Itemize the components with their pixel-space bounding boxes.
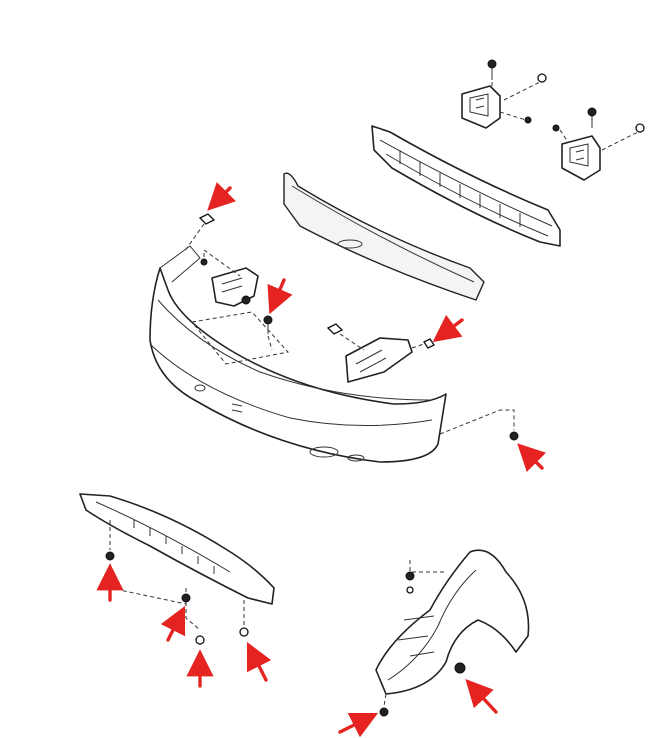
arrow-center-clip bbox=[267, 278, 293, 315]
arrow-right-clip bbox=[432, 314, 464, 343]
side-mount-left bbox=[200, 249, 259, 307]
lower-splash-shield bbox=[79, 493, 275, 645]
bumper-reinforcement-beam bbox=[371, 125, 561, 247]
bracket-right-top bbox=[561, 135, 601, 181]
side-mount-right bbox=[326, 323, 435, 383]
fastener-arrows bbox=[96, 181, 547, 738]
arrow-corner-bolt bbox=[517, 443, 547, 473]
energy-absorber bbox=[283, 172, 485, 301]
bumper-top-clips bbox=[183, 213, 273, 351]
bumper-corner-fastener bbox=[439, 409, 519, 441]
bracket-left-top bbox=[461, 85, 501, 129]
arrow-shield-mid bbox=[160, 605, 186, 642]
arrow-top-clip bbox=[207, 181, 237, 211]
arrow-liner-bolt bbox=[465, 679, 498, 714]
bracket-fasteners bbox=[487, 59, 645, 151]
fender-liner bbox=[375, 549, 530, 717]
arrow-shield-right bbox=[246, 641, 272, 682]
bumper-cover bbox=[149, 245, 447, 463]
arrow-liner-bottom bbox=[338, 712, 379, 738]
